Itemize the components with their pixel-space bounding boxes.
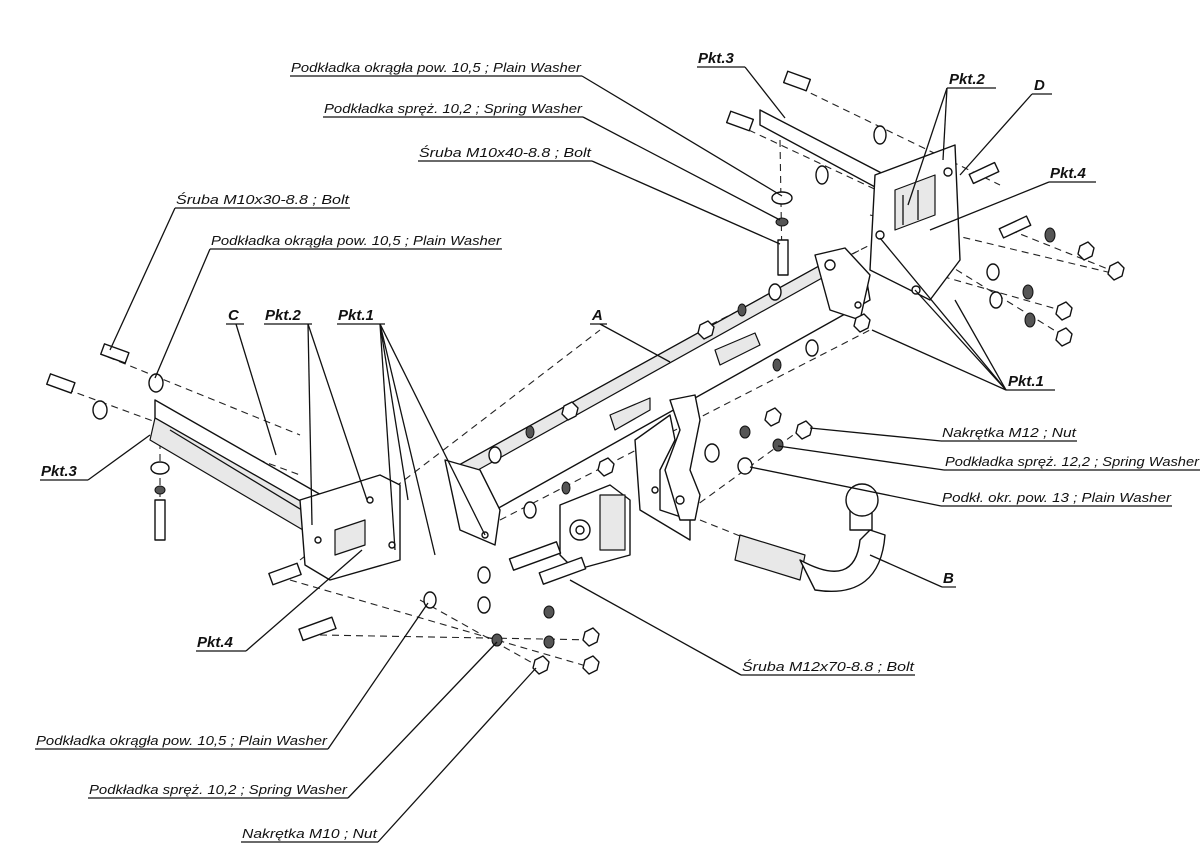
callout-labels: Podkładka okrągła pow. 10,5 ; Plain Wash… xyxy=(36,50,1200,841)
label-b: B xyxy=(943,570,954,587)
label-washer-10-5-left: Podkładka okrągła pow. 10,5 ; Plain Wash… xyxy=(211,233,502,248)
label-washer-10-5-bottom: Podkładka okrągła pow. 10,5 ; Plain Wash… xyxy=(36,733,328,748)
label-d: D xyxy=(1034,77,1045,94)
label-bolt-m10x40: Śruba M10x40-8.8 ; Bolt xyxy=(419,145,593,160)
label-pkt2-left: Pkt.2 xyxy=(265,307,302,324)
bolts xyxy=(46,70,1032,642)
label-a: A xyxy=(591,307,603,324)
left-side-rail-c xyxy=(149,399,401,581)
label-c: C xyxy=(228,307,240,324)
label-spring-washer-10-2-bottom: Podkładka spręż. 10,2 ; Spring Washer xyxy=(89,782,348,797)
label-washer-10-5-top: Podkładka okrągła pow. 10,5 ; Plain Wash… xyxy=(291,60,582,75)
washers xyxy=(92,125,1056,649)
electrical-socket-plate xyxy=(559,484,631,571)
label-bolt-m10x30: Śruba M10x30-8.8 ; Bolt xyxy=(176,192,351,207)
label-nut-m12: Nakrętka M12 ; Nut xyxy=(942,425,1078,440)
label-pkt1-left: Pkt.1 xyxy=(338,307,374,324)
center-plate xyxy=(634,394,701,541)
leader-lines xyxy=(35,66,1200,843)
label-bolt-m12x70: Śruba M12x70-8.8 ; Bolt xyxy=(742,659,916,674)
label-pkt4-right: Pkt.4 xyxy=(1050,165,1087,182)
right-side-bracket xyxy=(759,109,961,301)
nuts xyxy=(532,241,1125,675)
label-spring-washer-10-2-top: Podkładka spręż. 10,2 ; Spring Washer xyxy=(324,101,583,116)
label-spring-washer-12-2: Podkładka spręż. 12,2 ; Spring Washer xyxy=(945,454,1200,469)
label-pkt1-right: Pkt.1 xyxy=(1008,373,1044,390)
label-pkt2-top: Pkt.2 xyxy=(949,71,986,88)
label-pkt4-left: Pkt.4 xyxy=(197,634,234,651)
label-pkt3-top: Pkt.3 xyxy=(698,50,735,67)
assembly-lines xyxy=(54,87,1121,671)
label-washer-13: Podkł. okr. pow. 13 ; Plain Washer xyxy=(942,490,1172,505)
ball-neck-b xyxy=(734,483,886,592)
label-nut-m10: Nakrętka M10 ; Nut xyxy=(242,826,379,841)
label-pkt3-left: Pkt.3 xyxy=(41,463,78,480)
